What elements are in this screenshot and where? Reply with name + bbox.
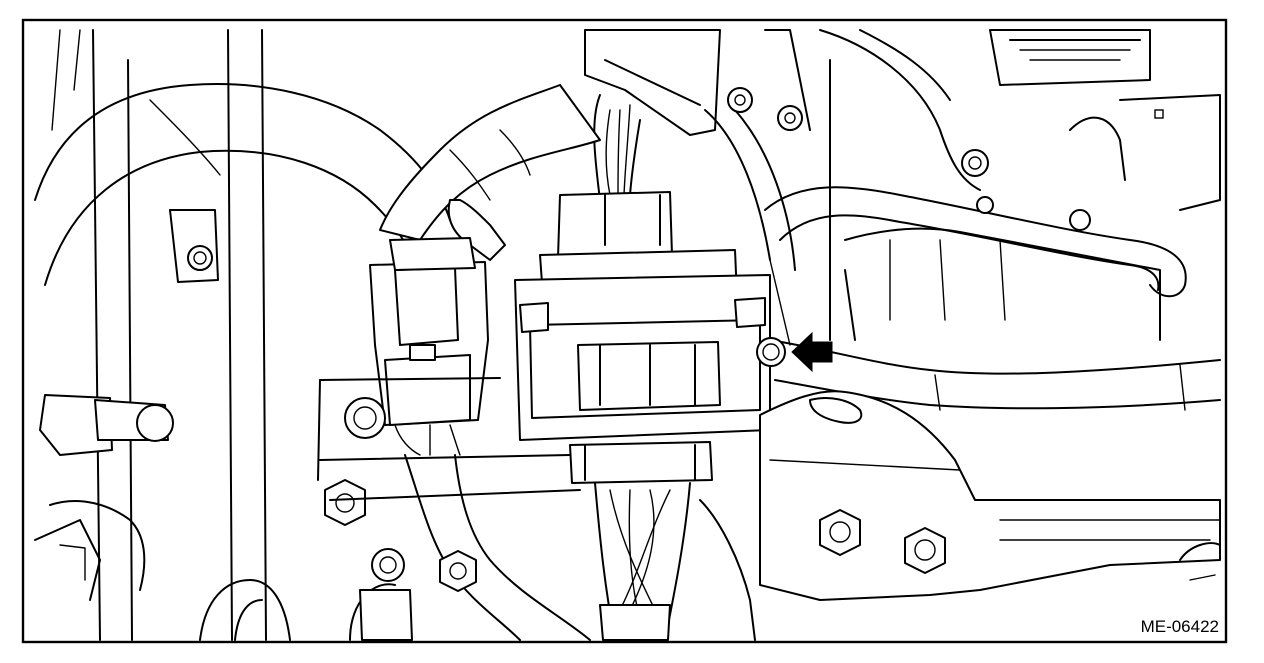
pointer-arrow-icon	[791, 331, 833, 373]
figure-code-label: ME-06422	[1141, 617, 1219, 636]
engine-bay-linework	[34, 29, 1221, 641]
